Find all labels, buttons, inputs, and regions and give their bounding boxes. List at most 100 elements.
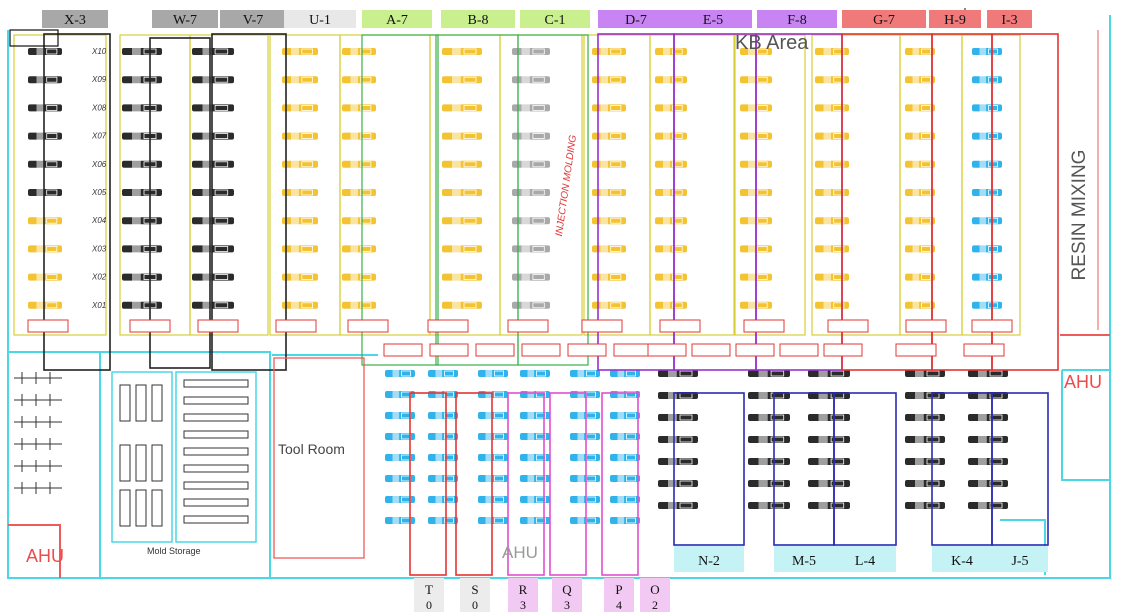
ahu-left-label: AHU	[26, 546, 64, 566]
zone-header-bg	[362, 10, 432, 28]
zone-header-label: J-5	[1011, 554, 1028, 569]
bottom-tab-q: Q3	[552, 578, 582, 612]
machine-top	[905, 244, 935, 254]
line-tag	[383, 343, 423, 357]
machine-top	[342, 47, 376, 56]
machine-top	[192, 75, 234, 85]
machine-top	[972, 216, 1002, 226]
resin-mixing-label: RESIN MIXING	[1069, 150, 1090, 281]
top-zone-a-7: A-7	[362, 10, 432, 28]
machine-bottom	[905, 501, 945, 510]
machine-bottom	[658, 369, 698, 378]
tab-letter: R	[519, 582, 528, 597]
machine-top	[282, 244, 318, 254]
line-outline-green	[435, 34, 519, 366]
machine-top	[342, 159, 376, 169]
machine-top	[122, 47, 162, 56]
zone-header-label: E-5	[703, 13, 723, 28]
line-tag	[347, 319, 389, 333]
machine-top	[655, 244, 687, 254]
machine-top	[122, 300, 162, 310]
line-tag	[647, 343, 687, 357]
zone-header-label: A-7	[386, 13, 408, 28]
storage-racks	[14, 371, 257, 543]
machine-bottom	[808, 479, 850, 488]
machine-bottom	[385, 369, 415, 378]
machine-bottom	[968, 479, 1008, 488]
machine-bottom	[428, 390, 458, 399]
machine-bottom	[428, 495, 458, 504]
machine-bottom	[428, 474, 458, 483]
machine-top	[122, 244, 162, 254]
zone-header-bg	[520, 10, 590, 28]
machine-bottom	[905, 457, 945, 466]
machine-bottom	[570, 495, 600, 504]
zone-group-outline	[211, 33, 287, 371]
machine-top	[972, 75, 1002, 85]
machine-bottom	[658, 435, 698, 444]
tab-count: 2	[652, 598, 658, 612]
line-tag	[129, 319, 171, 333]
line-outline	[189, 34, 269, 336]
row-code: X02	[91, 273, 107, 282]
zone-header-bg	[992, 546, 1048, 572]
line-tag	[197, 319, 239, 333]
line-outline	[649, 34, 735, 336]
injection-molding-label: INJECTION MOLDING	[554, 134, 579, 237]
zone-group-outline	[673, 392, 745, 546]
machine-top	[342, 131, 376, 141]
machine-top	[655, 188, 687, 197]
row-code: X10	[91, 47, 107, 56]
machine-top	[905, 75, 935, 85]
machine-bottom	[968, 457, 1008, 466]
line-tag	[743, 319, 785, 333]
machine-top	[972, 159, 1002, 169]
line-tag	[427, 319, 469, 333]
machine-top	[28, 159, 62, 169]
machine-bottom	[610, 411, 640, 420]
machine-top	[972, 103, 1002, 113]
machine-top	[342, 103, 376, 113]
zone-header-label: I-3	[1001, 13, 1017, 28]
machine-top	[972, 272, 1002, 282]
zone-header-label: C-1	[545, 13, 566, 28]
row-code: X09	[91, 75, 107, 84]
machine-top	[512, 75, 550, 85]
machine-top	[28, 244, 62, 254]
zone-header-bg	[284, 10, 356, 28]
machine-top	[442, 244, 482, 254]
line-tag	[735, 343, 775, 357]
machine-bottom	[478, 516, 508, 525]
zone-header-bg	[774, 546, 834, 572]
line-tag	[613, 343, 653, 357]
machine-top	[815, 159, 849, 169]
top-zone-b-8: B-8	[441, 10, 515, 28]
tab-letter: Q	[562, 582, 572, 597]
machine-bottom	[520, 432, 550, 441]
tab-letter: S	[471, 582, 478, 597]
machine-bottom	[478, 390, 508, 399]
line-outline	[13, 34, 107, 336]
machine-bottom	[478, 411, 508, 420]
machine-top	[28, 300, 62, 310]
top-zone-v-7: V-7	[220, 10, 286, 28]
machine-top	[512, 244, 550, 254]
zone-header-bg	[152, 10, 218, 28]
machine-bottom	[520, 390, 550, 399]
bottom-zone-l-4: L-4	[834, 546, 896, 572]
machine-top	[282, 75, 318, 85]
machine-top	[342, 300, 376, 310]
machine-top	[815, 131, 849, 141]
zone-header-label: M-5	[792, 554, 816, 569]
machine-top	[905, 300, 935, 310]
tab-count: 4	[616, 598, 622, 612]
machine-top	[655, 272, 687, 282]
machine-top	[592, 131, 626, 141]
line-tag	[659, 319, 701, 333]
zone-header-bg	[932, 546, 992, 572]
bottom-tab-s: S0	[460, 578, 490, 612]
machine-bottom	[748, 501, 790, 510]
tab-count: 0	[426, 598, 432, 612]
machine-bottom	[968, 413, 1008, 422]
top-zone-i-3: I-3	[987, 10, 1032, 28]
